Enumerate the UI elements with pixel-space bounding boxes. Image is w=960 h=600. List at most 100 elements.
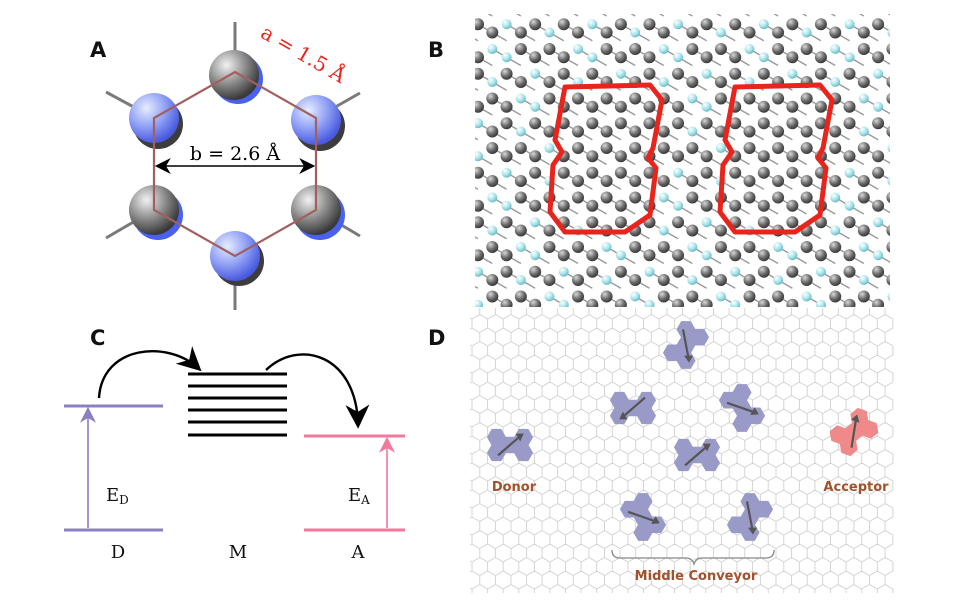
donor-label: D: [111, 542, 125, 563]
atom-gray: [872, 199, 885, 212]
atom-cyan: [658, 77, 669, 87]
atom-gray: [886, 76, 890, 88]
atom-gray: [458, 93, 470, 105]
atom-gray: [757, 216, 770, 229]
atom-gray: [514, 224, 527, 237]
atom-gray: [672, 298, 685, 307]
atom-gray: [500, 249, 513, 262]
atom-gray: [714, 241, 727, 253]
conveyor-brace: [611, 549, 775, 567]
atom-gray: [586, 249, 599, 262]
atom-cyan: [558, 266, 569, 277]
panel-a-letter: A: [90, 38, 107, 62]
atom-gray: [443, 266, 455, 278]
atom-gray: [514, 175, 527, 187]
atom-gray: [729, 199, 742, 212]
atom-gray: [800, 175, 813, 187]
conveyor-molecule-bottom-right: [726, 493, 774, 541]
atom-gray: [475, 51, 484, 64]
atom-gray: [629, 241, 642, 253]
atom-gray: [686, 76, 699, 88]
atom-gray: [458, 192, 470, 204]
atom-gray: [929, 101, 941, 113]
atom-gray: [901, 68, 913, 80]
atom-gray: [829, 0, 841, 6]
atom-gray: [600, 175, 613, 187]
atom-gray: [657, 241, 670, 253]
atom-gray: [758, 2, 770, 14]
panel-a-atoms: [129, 50, 345, 286]
atom-gray: [601, 0, 613, 6]
dipole-arrow: [497, 433, 523, 457]
atom-cyan: [687, 242, 698, 252]
atom-cyan: [687, 275, 698, 285]
atom-gray: [714, 92, 727, 105]
atom-gray: [500, 67, 513, 80]
atom-cyan: [887, 28, 890, 37]
atom-cyan: [887, 143, 890, 153]
atom-gray: [786, 216, 799, 229]
atom-cyan: [475, 299, 483, 307]
atom-gray: [529, 150, 542, 163]
atom-cyan: [644, 3, 654, 13]
atom-gray: [686, 0, 698, 6]
atom-cyan: [601, 242, 612, 252]
atom-gray: [857, 175, 870, 187]
atom-cyan: [587, 316, 597, 326]
atom-gray: [700, 51, 713, 64]
atom-gray: [915, 291, 927, 303]
atom-gray: [700, 166, 713, 179]
atom-cyan: [787, 68, 798, 79]
atom-top: [209, 50, 259, 100]
atom-gray: [743, 125, 756, 138]
atom-cyan: [459, 176, 469, 186]
atom-gray: [757, 100, 770, 113]
atom-gray: [614, 100, 627, 113]
atom-gray: [475, 18, 484, 31]
atom-gray: [743, 241, 756, 253]
atom-gray: [772, 290, 785, 303]
atom-cyan: [459, 325, 469, 335]
atom-gray: [800, 274, 813, 286]
atom-gray: [643, 100, 656, 113]
atom-gray: [686, 191, 699, 204]
atom-gray: [843, 67, 856, 80]
atom-gray: [929, 299, 941, 311]
atom-gray: [486, 241, 499, 253]
atom-gray: [843, 216, 856, 229]
transfer-arrow-middle-to-acceptor: [265, 353, 370, 429]
atom-gray: [529, 2, 541, 14]
atom-gray: [886, 241, 890, 253]
atom-cyan: [887, 325, 897, 335]
atom-gray: [786, 100, 799, 113]
atom-gray: [743, 142, 756, 154]
atom-cyan: [673, 19, 684, 30]
atom-gray: [572, 274, 585, 286]
atom-gray: [486, 142, 499, 154]
atom-gray: [615, 2, 627, 14]
atom-cyan: [501, 19, 512, 30]
hexagon-ring: [152, 70, 318, 258]
atom-gray: [543, 274, 556, 286]
atom-gray: [486, 92, 499, 105]
atom-gray: [515, 0, 527, 6]
atom-gray: [686, 224, 699, 237]
atom-gray: [557, 18, 570, 31]
molecule-outline-right: [717, 82, 835, 235]
atom-gray: [514, 290, 527, 303]
dipole-arrowhead: [515, 433, 524, 442]
atom-gray: [475, 199, 484, 212]
atom-gray: [700, 199, 713, 212]
atom-gray: [944, 76, 956, 88]
atom-gray: [858, 0, 870, 6]
atom-gray: [629, 142, 642, 154]
atom-cyan: [887, 0, 897, 5]
atom-gray: [543, 241, 556, 253]
atom-gray: [458, 0, 470, 6]
atom-gray: [672, 265, 685, 278]
atom-cyan: [887, 176, 890, 186]
atom-cyan: [630, 291, 641, 302]
atom-gray: [572, 290, 585, 303]
transfer-arrow-donor-to-middle: [97, 346, 202, 399]
